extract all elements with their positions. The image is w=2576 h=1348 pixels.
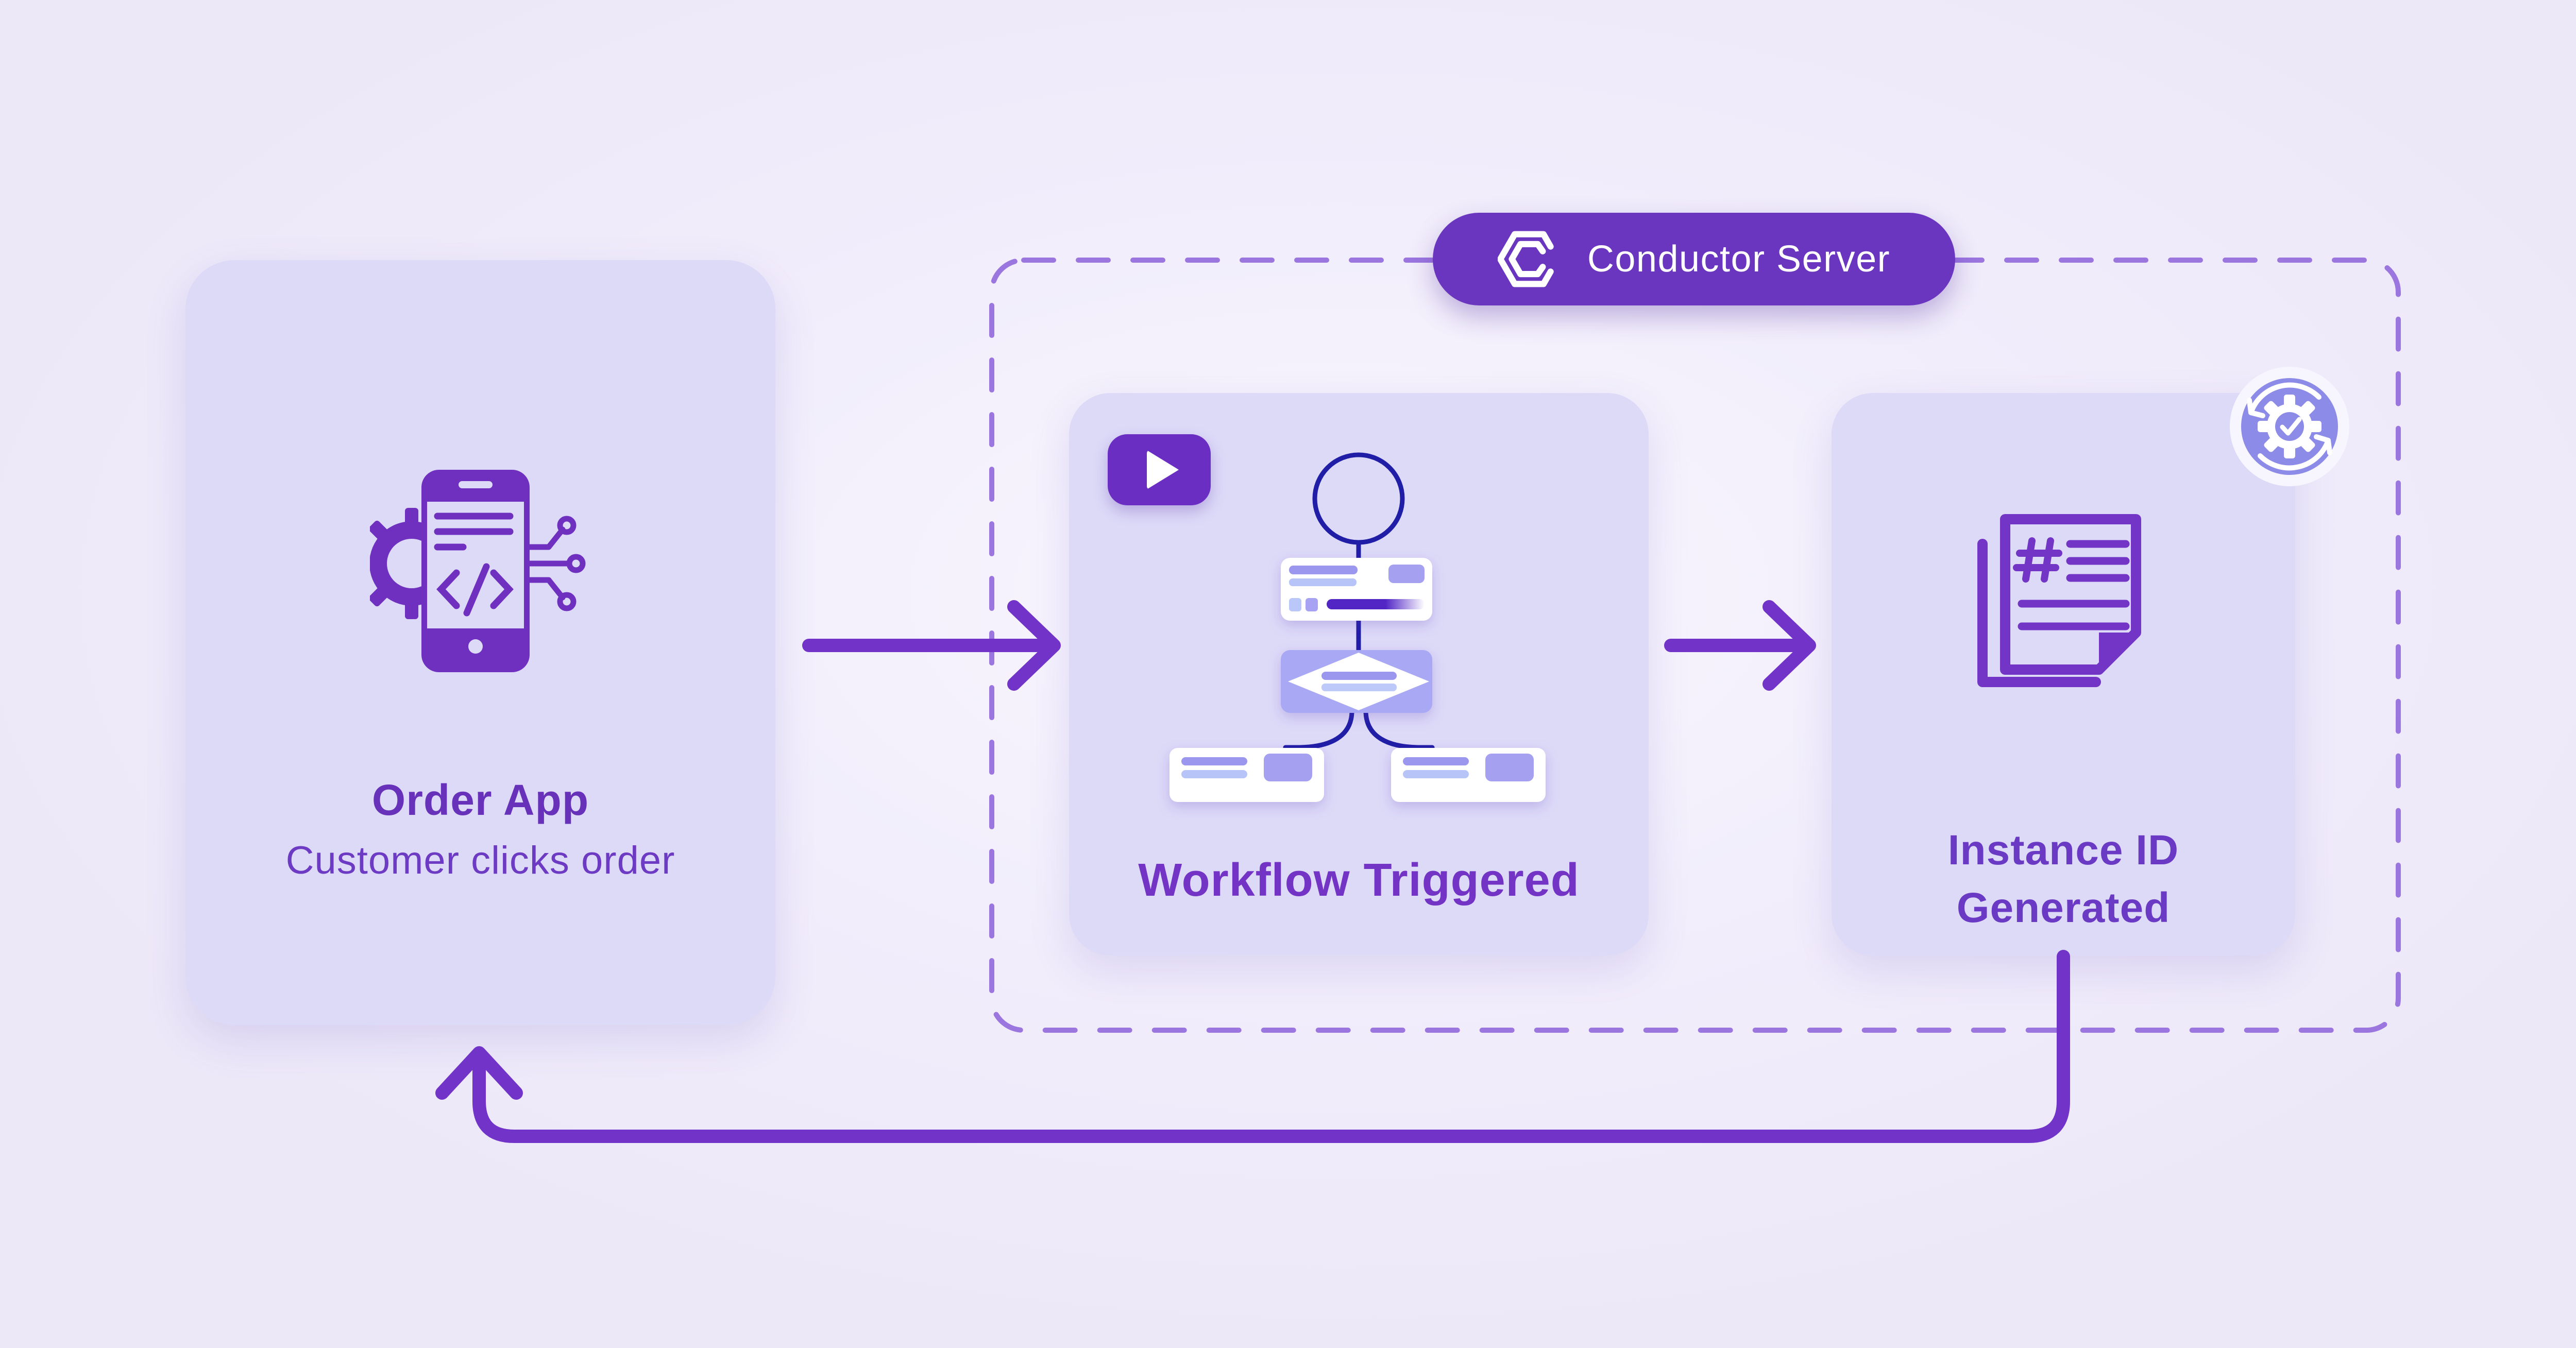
flowchart-task-card [1281, 558, 1432, 621]
gear-glyph [2258, 395, 2321, 458]
arrow-return-loop [435, 950, 2070, 1143]
instance-id-title: Instance ID Generated [1832, 822, 2295, 936]
play-triangle-icon [1147, 450, 1179, 489]
phone-code-gear-circuit-icon [370, 470, 586, 672]
instance-id-title-line2: Generated [1956, 884, 2171, 931]
conductor-server-label: Conductor Server [1587, 238, 1891, 280]
circuit-lines-icon [522, 516, 586, 611]
instance-id-title-line1: Instance ID [1947, 827, 2179, 874]
order-app-subtitle: Customer clicks order [285, 839, 675, 882]
play-icon [1108, 434, 1211, 505]
gear-sync-check-icon [2230, 367, 2349, 486]
flowchart-branch-card-left [1170, 748, 1324, 802]
arrow-workflow-to-instance [1664, 600, 1816, 691]
conductor-logo-icon [1497, 231, 1554, 287]
instance-id-card: Instance ID Generated [1832, 393, 2295, 955]
order-app-title: Order App [371, 776, 589, 824]
phone-icon [421, 470, 530, 672]
mini-workflow-flowchart [1170, 452, 1546, 802]
document-hash-icon [1977, 514, 2141, 687]
flowchart-decision-diamond [1281, 650, 1432, 713]
workflow-triggered-title: Workflow Triggered [1138, 855, 1580, 906]
flowchart-branch-card-right [1391, 748, 1546, 802]
conductor-server-badge: Conductor Server [1433, 213, 1955, 305]
order-app-card: Order App Customer clicks order [185, 260, 775, 1025]
arrow-order-to-workflow [802, 600, 1061, 691]
